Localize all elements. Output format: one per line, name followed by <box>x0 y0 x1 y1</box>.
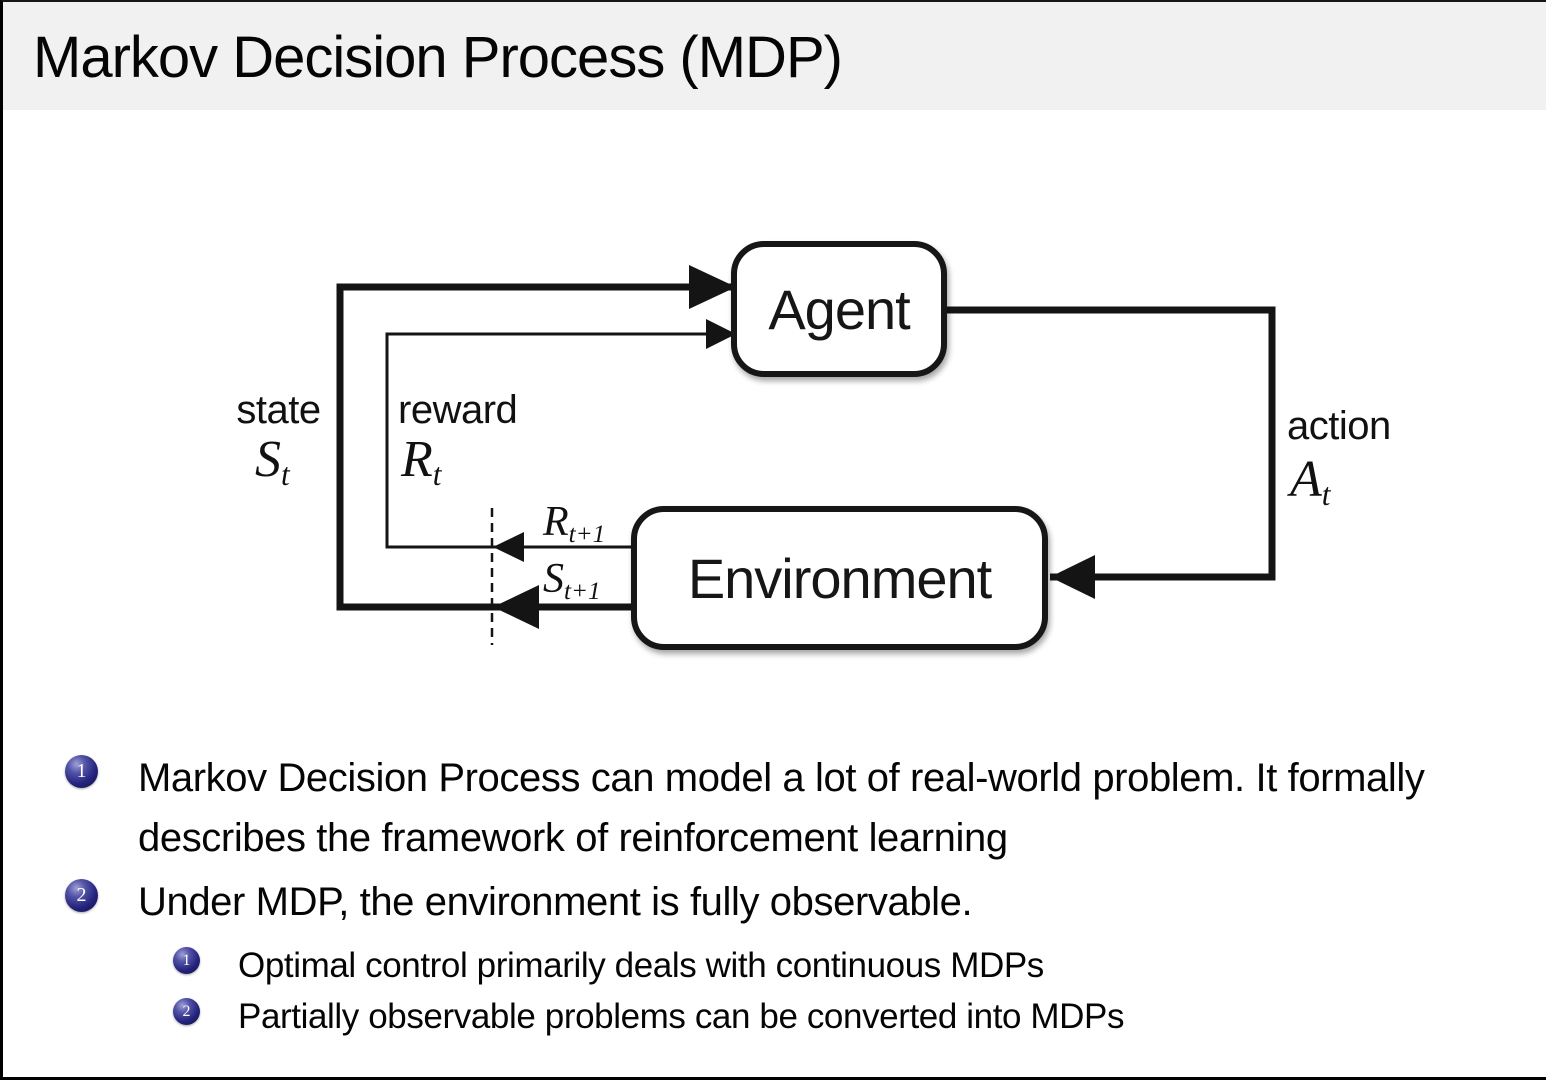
reward-symbol: Rt <box>401 430 442 492</box>
state-label: state <box>236 388 321 432</box>
reward-symbol-base: R <box>401 431 433 488</box>
agent-box <box>731 241 947 377</box>
next-state-symbol-sub: t+1 <box>564 578 601 606</box>
list-item: 1 Markov Decision Process can model a lo… <box>65 748 1515 868</box>
sub-bullet-text: Partially observable problems can be con… <box>238 997 1125 1036</box>
action-symbol-base: A <box>1290 451 1322 508</box>
state-symbol: St <box>255 430 290 492</box>
environment-box-label: Environment <box>687 546 992 610</box>
sub-list-item: 1 Optimal control primarily deals with c… <box>173 941 1044 991</box>
next-reward-symbol-sub: t+1 <box>568 521 606 549</box>
enumeration-badge-1: 1 <box>65 755 98 788</box>
bullet-text: Under MDP, the environment is fully obse… <box>138 880 973 924</box>
reward-symbol-sub: t <box>432 456 442 492</box>
state-loop-line <box>336 283 734 611</box>
sub-enumeration-badge-1: 1 <box>173 947 200 974</box>
page-title: Markov Decision Process (MDP) <box>33 25 843 90</box>
reward-arrowhead-icon <box>706 319 736 349</box>
bullet-text: Markov Decision Process can model a lot … <box>138 756 1425 860</box>
sub-bullet-text: Optimal control primarily deals with con… <box>238 946 1044 985</box>
next-reward-symbol-base: R <box>543 499 569 545</box>
sub-enumeration-badge-2: 2 <box>173 998 200 1025</box>
action-loop-line <box>942 306 1276 581</box>
next-reward-symbol: Rt+1 <box>543 498 606 549</box>
state-symbol-sub: t <box>281 456 290 492</box>
action-symbol: At <box>1290 450 1331 512</box>
list-item: 2 Under MDP, the environment is fully ob… <box>65 872 1515 932</box>
title-bar: Markov Decision Process (MDP) <box>3 2 1546 110</box>
reward-label: reward <box>398 388 518 432</box>
state-arrowhead-icon <box>689 265 736 309</box>
action-label: action <box>1287 404 1391 448</box>
enumeration-badge-2: 2 <box>65 879 98 912</box>
next-state-arrowhead-icon <box>493 585 539 629</box>
next-state-symbol: St+1 <box>543 555 601 606</box>
action-symbol-sub: t <box>1321 476 1331 512</box>
action-arrowhead-icon <box>1050 555 1095 599</box>
next-state-symbol-base: S <box>543 556 564 602</box>
sub-list-item: 2 Partially observable problems can be c… <box>173 992 1125 1042</box>
next-reward-arrowhead-icon <box>493 532 524 562</box>
agent-box-label: Agent <box>768 277 910 341</box>
diagram-canvas <box>336 241 1276 650</box>
environment-box <box>631 506 1048 650</box>
mdp-diagram: Agent Environment state reward action St… <box>3 2 1546 722</box>
state-symbol-base: S <box>255 431 281 488</box>
